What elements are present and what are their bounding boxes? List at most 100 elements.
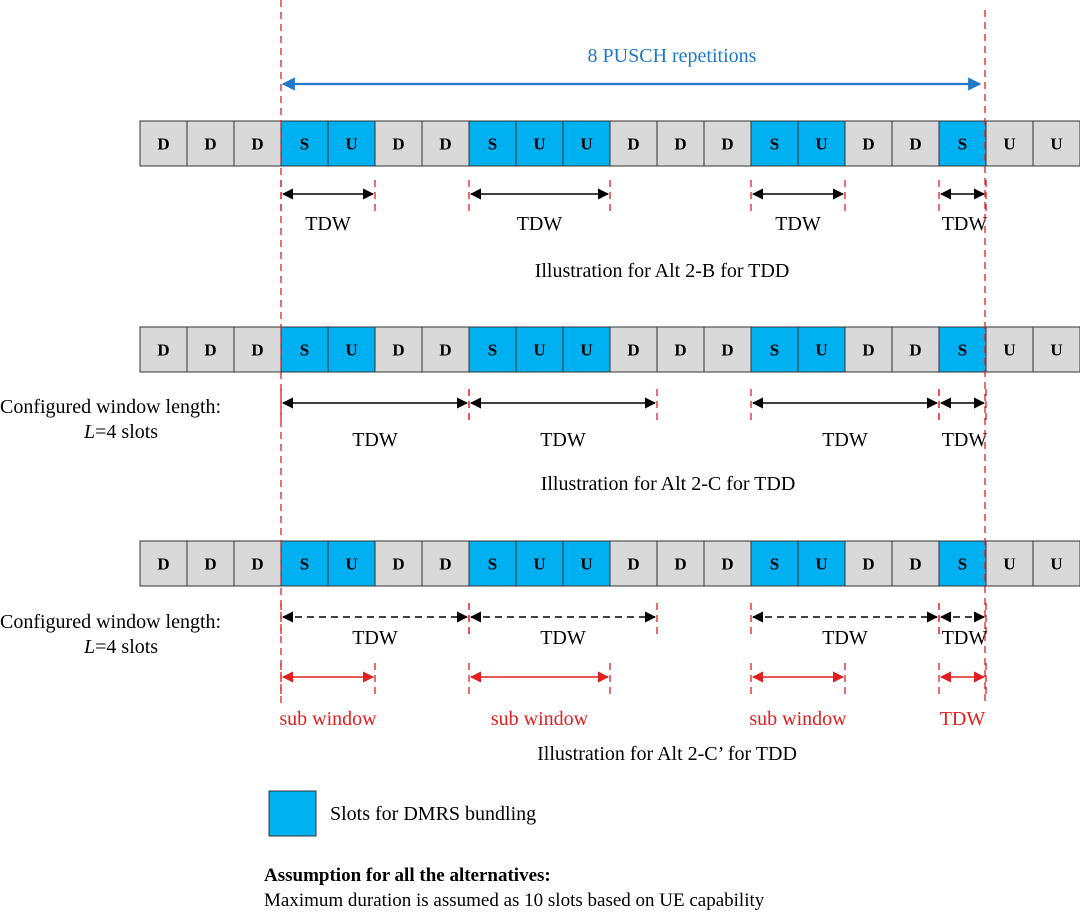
slot-label: S — [488, 341, 497, 360]
slot-label: S — [300, 135, 309, 154]
slot-label: S — [770, 135, 779, 154]
slot-label: D — [909, 555, 921, 574]
slot-label: U — [345, 135, 357, 154]
rows-layer: D D D S U D D S U U D D D S U D D S U U TDW TDW TDW TDW Illustra… — [0, 120, 1080, 765]
slot-label: D — [627, 135, 639, 154]
slot-label: D — [392, 135, 404, 154]
slot-label: D — [721, 555, 733, 574]
window-length-label: Configured window length: — [0, 396, 221, 418]
slot-label: U — [580, 135, 592, 154]
slot-6 — [421, 120, 470, 167]
slot-label: U — [815, 555, 827, 574]
tdw-label: TDW — [822, 627, 868, 649]
slot-16 — [891, 120, 940, 167]
tdw-label: TDW — [822, 429, 868, 451]
slot-label: D — [157, 341, 169, 360]
dmrs-slot-7 — [468, 120, 517, 167]
slot-label: S — [770, 555, 779, 574]
tdw-label: TDW — [305, 213, 351, 235]
dmrs-slot-8 — [515, 326, 564, 373]
slot-5 — [374, 540, 423, 587]
slot-label: D — [721, 341, 733, 360]
dmrs-slot-17 — [938, 540, 987, 587]
slot-12 — [703, 120, 752, 167]
slot-6 — [421, 540, 470, 587]
slot-1 — [186, 540, 235, 587]
assumption-text: Maximum duration is assumed as 10 slots … — [264, 890, 765, 911]
sub-window-label: TDW — [940, 708, 986, 730]
slot-label: U — [345, 341, 357, 360]
dmrs-slot-3 — [280, 326, 329, 373]
slot-label: U — [1050, 135, 1062, 154]
slot-label: U — [1050, 341, 1062, 360]
slot-label: S — [300, 555, 309, 574]
slot-10 — [609, 326, 658, 373]
legend: Slots for DMRS bundling — [268, 790, 536, 837]
tdw-label: TDW — [775, 213, 821, 235]
slot-15 — [844, 326, 893, 373]
legend-swatch — [268, 790, 317, 837]
slot-label: D — [627, 555, 639, 574]
slot-5 — [374, 120, 423, 167]
slot-label: D — [392, 555, 404, 574]
sub-window-label: sub window — [749, 708, 847, 730]
slot-label: D — [909, 341, 921, 360]
row-caption: Illustration for Alt 2-C’ for TDD — [537, 743, 797, 765]
row-caption: Illustration for Alt 2-B for TDD — [535, 260, 790, 282]
sub-window-label: sub window — [491, 708, 589, 730]
slot-11 — [656, 120, 705, 167]
slot-label: U — [1050, 555, 1062, 574]
window-length-value: L=4 slots — [83, 421, 158, 443]
dmrs-slot-13 — [750, 540, 799, 587]
dmrs-slot-13 — [750, 120, 799, 167]
dmrs-slot-4 — [327, 540, 376, 587]
slot-label: S — [958, 341, 967, 360]
dmrs-slot-14 — [797, 540, 846, 587]
slot-label: D — [909, 135, 921, 154]
dmrs-slot-7 — [468, 540, 517, 587]
slot-label: D — [627, 341, 639, 360]
slot-label: U — [1003, 555, 1015, 574]
slot-18 — [985, 120, 1034, 167]
slot-label: D — [674, 135, 686, 154]
slot-5 — [374, 326, 423, 373]
slot-label: S — [958, 555, 967, 574]
slot-label: S — [488, 135, 497, 154]
slot-label: S — [770, 341, 779, 360]
slot-label: D — [251, 555, 263, 574]
slot-0 — [139, 326, 188, 373]
dmrs-slot-17 — [938, 326, 987, 373]
slot-label: U — [533, 555, 545, 574]
window-length-label: Configured window length: — [0, 611, 221, 633]
slot-label: D — [157, 135, 169, 154]
slot-label: U — [580, 555, 592, 574]
slot-18 — [985, 326, 1034, 373]
repetitions-span: 8 PUSCH repetitions — [281, 45, 982, 91]
repetitions-title: 8 PUSCH repetitions — [588, 45, 757, 67]
slot-label: D — [862, 135, 874, 154]
slot-label: S — [488, 555, 497, 574]
tdw-label: TDW — [352, 627, 398, 649]
slot-label: D — [674, 555, 686, 574]
assumption-heading: Assumption for all the alternatives: — [264, 865, 551, 886]
slot-label: S — [300, 341, 309, 360]
slot-label: U — [533, 341, 545, 360]
dmrs-slot-9 — [562, 326, 611, 373]
slot-label: D — [204, 135, 216, 154]
slot-18 — [985, 540, 1034, 587]
slot-15 — [844, 540, 893, 587]
slot-label: D — [251, 341, 263, 360]
slot-0 — [139, 540, 188, 587]
tdw-label: TDW — [942, 627, 988, 649]
slot-label: D — [439, 135, 451, 154]
slot-10 — [609, 120, 658, 167]
slot-16 — [891, 326, 940, 373]
dmrs-slot-17 — [938, 120, 987, 167]
slot-label: D — [721, 135, 733, 154]
dmrs-slot-3 — [280, 120, 329, 167]
tdw-label: TDW — [352, 429, 398, 451]
dmrs-slot-14 — [797, 120, 846, 167]
